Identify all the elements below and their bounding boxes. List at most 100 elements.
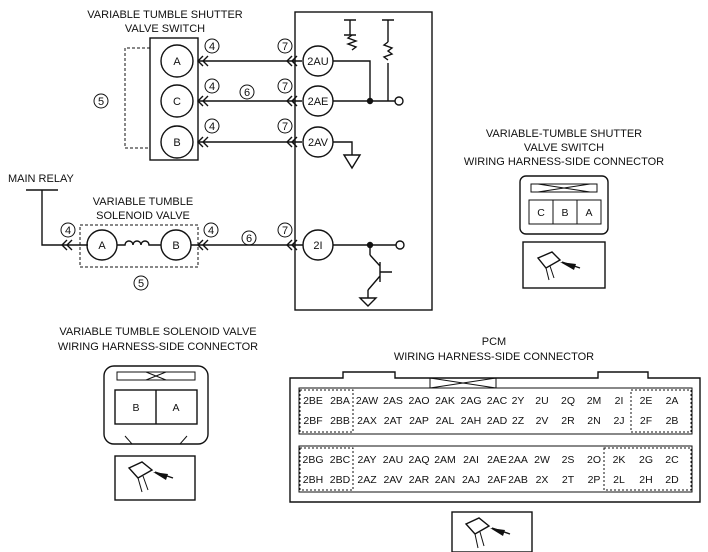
relay-connector-arrow — [61, 239, 73, 251]
pcm-cell-2bg: 2BG — [302, 454, 323, 466]
pcm-cell-2y: 2Y — [512, 395, 525, 407]
svg-text:4: 4 — [209, 41, 215, 53]
pcm-cell-2o: 2O — [587, 454, 601, 466]
pcm-pin-2i: 2I — [302, 229, 334, 261]
pcm-cell-2bf: 2BF — [303, 415, 322, 427]
pcm-cell-2au: 2AU — [383, 454, 403, 466]
pcm-cell-2ab: 2AB — [508, 474, 528, 486]
wire-num-4-relay: 4 — [60, 222, 76, 238]
svg-text:7: 7 — [282, 225, 288, 237]
wire-num-4-b: 4 — [204, 118, 220, 134]
pcm-cell-2al: 2AL — [436, 415, 455, 427]
switch-pin-c: C — [160, 84, 194, 118]
pcm-cell-2an: 2AN — [435, 474, 455, 486]
svg-text:6: 6 — [246, 233, 252, 245]
pcm-cell-2c: 2C — [665, 454, 679, 466]
solenoid-pin-a: A — [86, 229, 118, 261]
pcm-cell-2bd: 2BD — [330, 474, 351, 486]
pcm-cell-2aa: 2AA — [508, 454, 528, 466]
switch-title-line2: VALVE SWITCH — [125, 23, 205, 35]
pcm-cell-2x: 2X — [536, 474, 549, 486]
main-relay-wire — [26, 189, 88, 246]
solenoid-conn-title-2: WIRING HARNESS-SIDE CONNECTOR — [58, 341, 258, 353]
solenoid-coil — [117, 240, 161, 246]
pcm-cell-2e: 2E — [640, 395, 653, 407]
svg-text:B: B — [172, 240, 179, 252]
wire-num-7-b: 7 — [277, 118, 293, 134]
pcm-cell-2ai: 2AI — [463, 454, 479, 466]
pcm-cell-2as: 2AS — [383, 395, 403, 407]
pcm-cell-2ao: 2AO — [408, 395, 429, 407]
pcm-cell-2af: 2AF — [487, 474, 506, 486]
pcm-cell-2b: 2B — [666, 415, 679, 427]
switch-body — [149, 37, 199, 161]
pcm-cell-2ac: 2AC — [487, 395, 508, 407]
pcm-cell-2d: 2D — [665, 474, 679, 486]
svg-text:A: A — [98, 240, 106, 252]
svg-text:2AE: 2AE — [308, 96, 329, 108]
pcm-cell-2ay: 2AY — [357, 454, 376, 466]
main-relay-label: MAIN RELAY — [8, 173, 74, 185]
pcm-cell-2q: 2Q — [561, 395, 575, 407]
pcm-cell-2h: 2H — [639, 474, 652, 486]
switch-pin-b: B — [160, 125, 194, 159]
pcm-transistor — [333, 240, 405, 307]
svg-text:7: 7 — [282, 121, 288, 133]
pcm-cell-2s: 2S — [562, 454, 575, 466]
wire-b-2av — [197, 136, 302, 148]
solenoid-pin-b: B — [160, 229, 192, 261]
switch-conn-cell-c: C — [537, 207, 545, 219]
switch-conn-plug-icon — [522, 241, 606, 289]
solenoid-conn-title-1: VARIABLE TUMBLE SOLENOID VALVE — [59, 326, 256, 338]
svg-text:C: C — [173, 96, 181, 108]
pcm-cell-2be: 2BE — [303, 395, 323, 407]
pcm-cell-2z: 2Z — [512, 415, 525, 427]
pcm-cell-2am: 2AM — [434, 454, 456, 466]
svg-text:4: 4 — [65, 225, 71, 237]
switch-pin-a: A — [160, 44, 194, 78]
solenoid-conn-cell-b: B — [132, 402, 139, 414]
pcm-cell-2at: 2AT — [384, 415, 403, 427]
solenoid-connector: B A — [103, 365, 209, 445]
pcm-cell-2j: 2J — [613, 415, 624, 427]
pcm-cell-2a: 2A — [666, 395, 679, 407]
pcm-cell-2m: 2M — [587, 395, 602, 407]
solenoid-conn-plug-icon — [114, 455, 196, 501]
svg-text:4: 4 — [209, 121, 215, 133]
pcm-cell-2bh: 2BH — [303, 474, 323, 486]
wire-num-4-sol: 4 — [203, 222, 219, 238]
circle-num-5-switch: 5 — [93, 93, 109, 109]
svg-text:4: 4 — [208, 225, 214, 237]
pcm-cell-2bc: 2BC — [330, 454, 351, 466]
svg-text:6: 6 — [244, 87, 250, 99]
pcm-cell-2i: 2I — [615, 395, 624, 407]
pcm-cell-2v: 2V — [536, 415, 549, 427]
wire-num-7-sol: 7 — [277, 222, 293, 238]
pcm-cell-2ag: 2AG — [460, 395, 481, 407]
pcm-cell-2ae: 2AE — [487, 454, 507, 466]
wire-a-2au — [197, 55, 302, 67]
pcm-cell-2ar: 2AR — [409, 474, 430, 486]
pcm-conn-plug-icon — [451, 511, 533, 552]
pcm-cell-2ba: 2BA — [330, 395, 350, 407]
svg-text:7: 7 — [282, 41, 288, 53]
svg-text:2AU: 2AU — [307, 56, 328, 68]
pcm-cell-2aw: 2AW — [356, 395, 378, 407]
switch-ground-bracket — [124, 47, 150, 149]
pcm-cell-2f: 2F — [640, 415, 652, 427]
pcm-internal-circuit — [333, 19, 404, 170]
pcm-cell-2l: 2L — [613, 474, 625, 486]
switch-conn-title-2: VALVE SWITCH — [524, 142, 604, 154]
pcm-cell-2az: 2AZ — [357, 474, 377, 486]
svg-text:2I: 2I — [313, 240, 322, 252]
svg-text:5: 5 — [138, 278, 144, 290]
pcm-cell-2p: 2P — [588, 474, 601, 486]
solenoid-title-line2: SOLENOID VALVE — [96, 210, 190, 222]
pcm-cell-2ax: 2AX — [357, 415, 377, 427]
switch-conn-cell-b: B — [561, 207, 568, 219]
pcm-pin-2ae: 2AE — [302, 85, 334, 117]
pcm-cell-2r: 2R — [561, 415, 575, 427]
svg-text:2AV: 2AV — [308, 137, 329, 149]
